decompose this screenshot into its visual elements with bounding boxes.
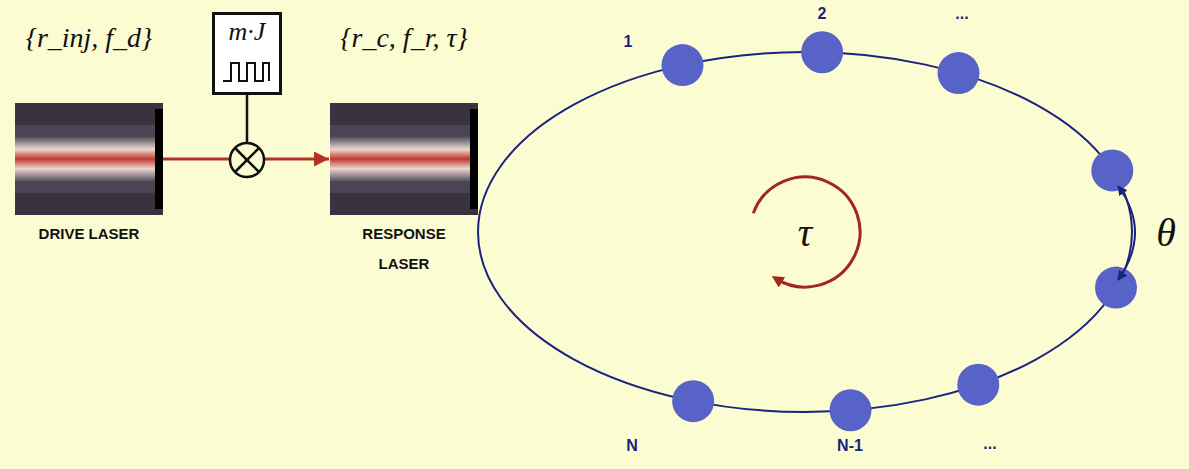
multiplier-symbol [230, 143, 264, 177]
angle-arrow [1118, 186, 1135, 280]
laser-body [330, 103, 478, 215]
node-index: N [626, 437, 638, 455]
ring-cavity [478, 52, 1132, 412]
laser-body [15, 103, 163, 215]
node-index: 2 [818, 5, 827, 23]
ring-node-dot [830, 389, 872, 431]
ring-node-dot [672, 380, 714, 422]
modulation-box: m·J [212, 12, 282, 95]
node-index: N-1 [837, 437, 863, 455]
parameter-set: {r_inj, f_d} [26, 22, 153, 54]
node-index: 1 [624, 33, 633, 51]
laser-unit: {r_inj, f_d} DRIVE LASER [15, 22, 163, 258]
ring-node-dot [1091, 149, 1133, 191]
ring-node-dot [662, 44, 704, 86]
ring-node-dot [957, 364, 999, 406]
parameter-set: {r_c, f_r, τ} [340, 22, 467, 54]
laser-name: RESPONSE LASER [349, 219, 459, 279]
laser-name: DRIVE LASER [15, 219, 163, 249]
ring-node-dot [938, 52, 980, 94]
ring-node-dot [1095, 267, 1137, 309]
ring-node-dot [801, 31, 843, 73]
modulation-wire [246, 95, 249, 143]
angle-symbol: θ [1156, 209, 1176, 256]
modulation-label: m·J [215, 17, 279, 47]
ellipsis: ... [955, 5, 968, 23]
square-wave-symbol [221, 59, 273, 85]
ellipsis: ... [983, 435, 996, 453]
ring-nodes [662, 31, 1137, 431]
round-trip-arrow [753, 177, 860, 287]
delay-symbol: τ [798, 209, 812, 256]
laser-unit: {r_c, f_r, τ} RESPONSE LASER [330, 22, 478, 288]
